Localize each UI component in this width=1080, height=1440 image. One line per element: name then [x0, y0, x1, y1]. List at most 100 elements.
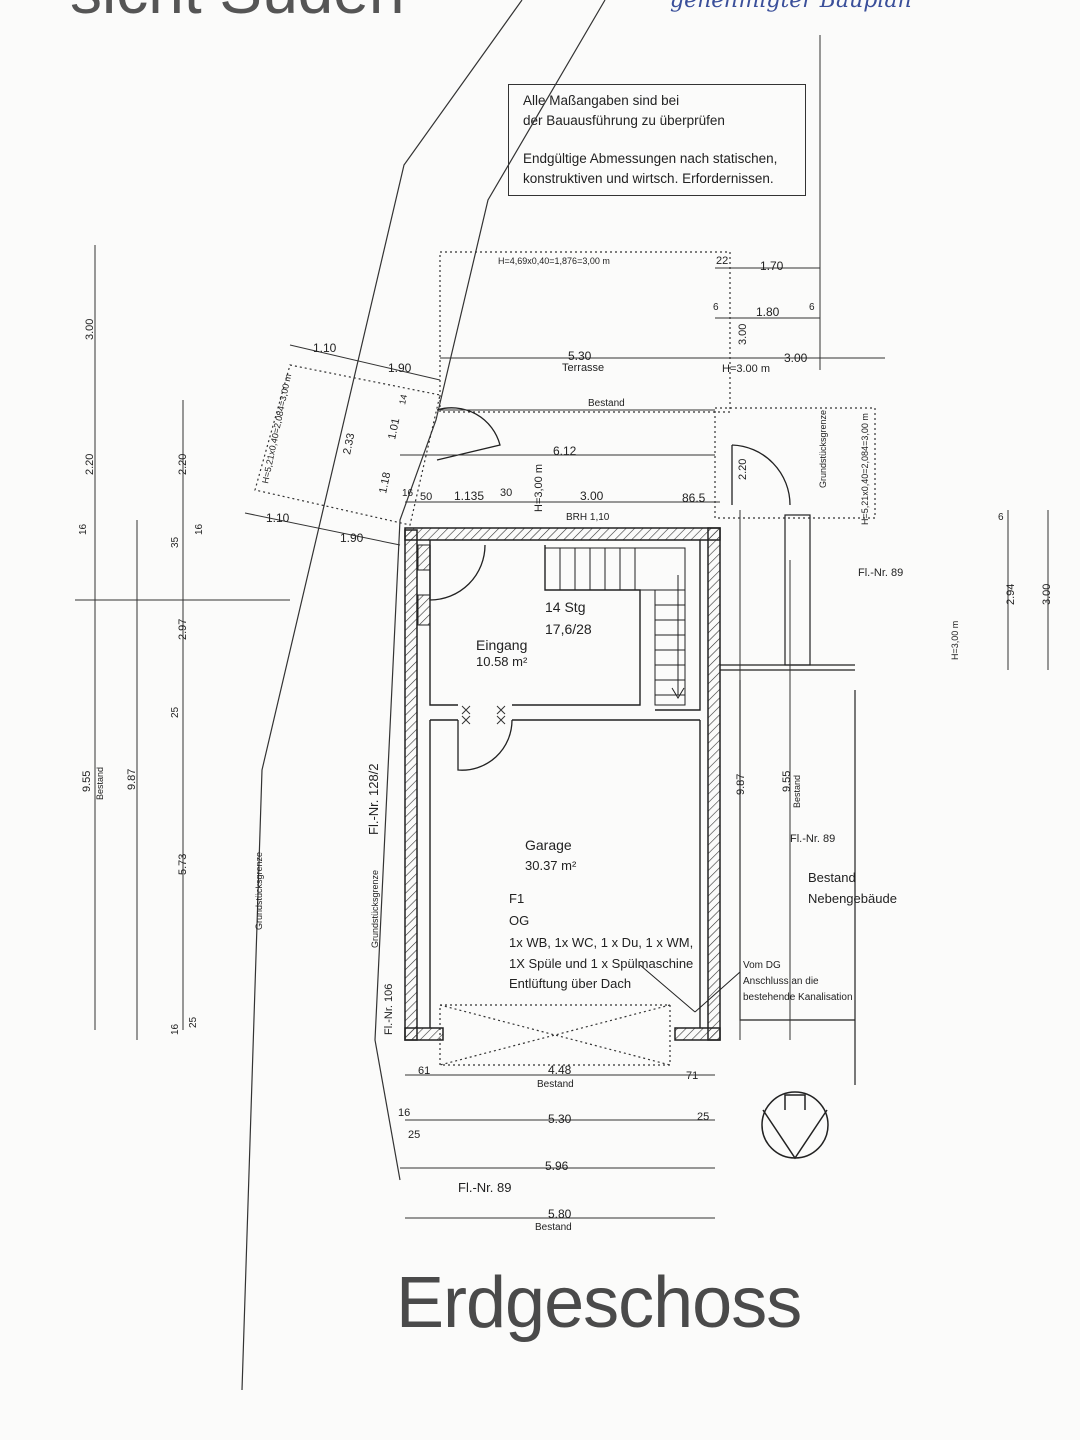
dim-left-bestand: Bestand	[95, 767, 105, 800]
dim-530-terrace: 5.30	[568, 349, 592, 363]
dim-left-573: 5.73	[177, 854, 189, 875]
dim-bottom-530: 5.30	[548, 1112, 572, 1126]
doors	[429, 407, 791, 771]
dim-left-297: 2.97	[177, 619, 189, 640]
dim-left-25b: 25	[188, 1016, 199, 1028]
dim-right-955: 9.55	[781, 771, 793, 792]
label-drain-3: bestehende Kanalisation	[743, 992, 853, 1003]
note-line-3: Endgültige Abmessungen nach statischen,	[523, 151, 778, 166]
parcel-89-right: Fl.-Nr. 89	[858, 567, 903, 579]
dim-190-bottom: 1.90	[340, 531, 364, 545]
note-line-2: der Bauausführung zu überprüfen	[523, 113, 725, 128]
dim-bottom-bestand2: Bestand	[535, 1222, 572, 1233]
note-line-1: Alle Maßangaben sind bei	[523, 93, 680, 108]
dim-left-220a: 2.20	[84, 454, 96, 475]
dim-180: 1.80	[756, 305, 780, 319]
dim-300-vertical: 3.00	[737, 324, 749, 345]
parcel-106: Fl.-Nr. 106	[383, 984, 395, 1035]
label-garage: Garage	[525, 837, 572, 853]
dim-right-bestand: Bestand	[792, 775, 802, 808]
label-drain-1: Vom DG	[743, 960, 781, 971]
dim-101: 1.01	[386, 417, 402, 440]
parcel-89-bottom: Fl.-Nr. 89	[458, 1180, 511, 1195]
dim-bottom-596: 5.96	[545, 1159, 569, 1173]
dimension-lines	[75, 35, 1049, 1219]
dim-190-top: 1.90	[388, 361, 412, 375]
dim-220-right: 2.20	[737, 459, 749, 480]
staircase	[544, 547, 686, 706]
label-outbuilding: Nebengebäude	[808, 891, 897, 906]
dim-233: 2.33	[341, 432, 357, 455]
north-arrow-icon	[761, 1091, 829, 1160]
dim-170: 1.70	[760, 259, 784, 273]
parcel-128-2: Fl.-Nr. 128/2	[366, 763, 381, 835]
dim-6b: 6	[809, 302, 815, 313]
partial-view-title: sicht Süden	[70, 0, 404, 28]
dim-left-220b: 2.20	[177, 454, 189, 475]
dim-110-bottom: 1.10	[266, 511, 290, 525]
dim-left-25: 25	[170, 706, 181, 718]
label-og: OG	[509, 913, 529, 928]
building-walls	[404, 527, 721, 1041]
parcel-89-mid: Fl.-Nr. 89	[790, 833, 835, 845]
dim-bottom-25a: 25	[697, 1111, 709, 1123]
label-entrance-area: 10.58 m²	[476, 654, 528, 669]
boundary-lines	[241, 0, 606, 1391]
dim-30: 30	[500, 487, 512, 499]
dim-bestand-top: Bestand	[588, 398, 625, 409]
label-entrance: Eingang	[476, 637, 527, 653]
dim-left-16c: 16	[170, 1023, 181, 1035]
dim-left-955: 9.55	[81, 771, 93, 792]
dim-865: 86.5	[682, 491, 706, 505]
label-fixtures-3: Entlüftung über Dach	[509, 976, 631, 991]
boundary-label-left: Grundstücksgrenze	[254, 852, 264, 930]
dim-300-far-right: 3.00	[1041, 584, 1053, 605]
dim-14: 14	[397, 394, 409, 406]
dim-6a: 6	[713, 302, 719, 313]
dim-bottom-448: 4.48	[548, 1063, 572, 1077]
dim-bottom-bestand: Bestand	[537, 1079, 574, 1090]
label-stairs-ratio: 17,6/28	[545, 621, 592, 637]
dim-left-35: 35	[170, 536, 181, 548]
dim-left-16a: 16	[78, 523, 89, 535]
note-line-4: konstruktiven und wirtsch. Erfordernisse…	[523, 171, 774, 186]
label-fixtures-1: 1x WB, 1x WC, 1 x Du, 1 x WM,	[509, 935, 693, 950]
dim-612: 6.12	[553, 444, 577, 458]
dim-brh: BRH 1,10	[566, 512, 610, 523]
label-stairs-count: 14 Stg	[545, 599, 585, 615]
dim-bottom-580: 5.80	[548, 1207, 572, 1221]
dim-h-right: H=5,21x0,40=2,084=3,00 m	[860, 413, 870, 525]
dim-h-top: H=4,69x0,40=1,876=3,00 m	[498, 256, 610, 266]
dim-bottom-61: 61	[418, 1065, 430, 1077]
construction-note-box: Alle Maßangaben sind bei der Bauausführu…	[508, 84, 806, 196]
label-f1: F1	[509, 891, 524, 906]
label-garage-area: 30.37 m²	[525, 858, 577, 873]
label-fixtures-2: 1X Spüle und 1 x Spülmaschine	[509, 956, 693, 971]
dim-110-top: 1.10	[313, 341, 337, 355]
dim-1135: 1.135	[454, 489, 484, 503]
dim-bottom-25b: 25	[408, 1129, 420, 1141]
dim-h-left: H=5,21x0,40=2,084=3,00 m	[260, 373, 293, 484]
dim-left-987: 9.87	[126, 769, 138, 790]
dim-22: 22	[716, 255, 728, 267]
dim-16-row: 16	[402, 488, 414, 499]
dim-50: 50	[420, 491, 432, 503]
dim-bottom-71: 71	[686, 1070, 698, 1082]
dim-bottom-16: 16	[398, 1107, 410, 1119]
dim-left-16b: 16	[194, 523, 205, 535]
dim-6c: 6	[998, 512, 1004, 523]
label-existing-building: Bestand	[808, 870, 856, 885]
dim-h300-far-right: H=3,00 m	[950, 621, 960, 660]
handwritten-note: genehmigter Bauplan	[670, 0, 912, 13]
dim-300-center: 3.00	[580, 489, 604, 503]
dim-118: 1.18	[377, 471, 393, 494]
label-drain-2: Anschluss an die	[743, 976, 819, 987]
dim-left-300: 3.00	[84, 319, 96, 340]
label-terrace: Terrasse	[562, 362, 604, 374]
dim-h300-right: H=3.00 m	[722, 363, 770, 375]
dim-300-right: 3.00	[784, 351, 808, 365]
dim-294: 2.94	[1005, 584, 1017, 605]
dim-h300-center: H=3,00 m	[533, 464, 545, 512]
floor-title: Erdgeschoss	[396, 1263, 802, 1343]
